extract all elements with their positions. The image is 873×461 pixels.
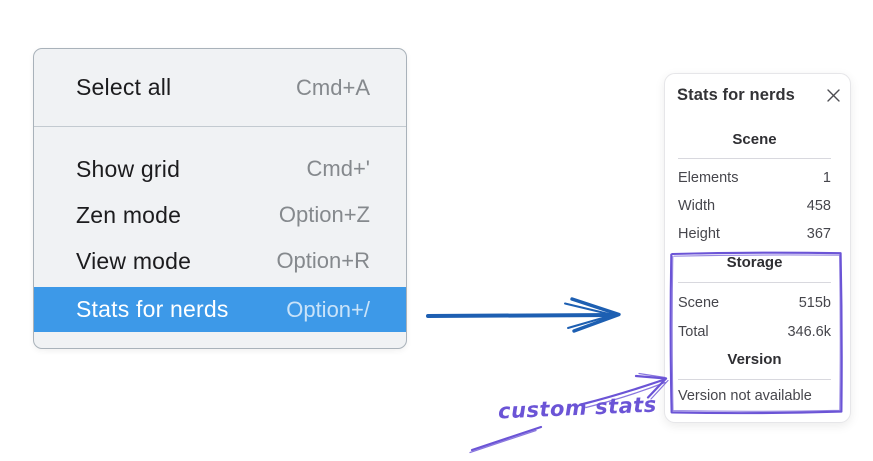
stat-label: Scene: [678, 295, 720, 311]
menu-item-select-all[interactable]: Select all Cmd+A: [34, 65, 406, 111]
stats-for-nerds-panel: Stats for nerds Scene Elements 1 Width 4…: [664, 73, 851, 423]
section-heading-scene: Scene: [732, 131, 777, 148]
menu-item-label: Zen mode: [76, 201, 182, 228]
close-icon: [827, 89, 840, 102]
stat-row-scene-storage: Scene 515b: [678, 293, 831, 313]
annotation-custom-stats-label: custom stats: [497, 392, 658, 424]
stat-row-height: Height 367: [678, 224, 831, 244]
menu-item-shortcut: Option+Z: [278, 202, 370, 227]
stat-value: 367: [806, 226, 831, 242]
menu-item-shortcut: Option+/: [286, 296, 370, 322]
stat-value: 515b: [798, 295, 831, 311]
menu-item-shortcut: Cmd+': [306, 156, 371, 181]
menu-item-zen-mode[interactable]: Zen mode Option+Z: [34, 192, 406, 238]
purple-underline-stroke: [469, 425, 543, 454]
menu-section-top: Select all Cmd+A: [34, 49, 406, 126]
menu-item-view-mode[interactable]: View mode Option+R: [34, 238, 406, 284]
section-heading-version: Version: [727, 351, 782, 368]
stat-row-total-storage: Total 346.6k: [678, 322, 831, 342]
menu-item-show-grid[interactable]: Show grid Cmd+': [34, 146, 406, 192]
context-menu: Select all Cmd+A Show grid Cmd+' Zen mod…: [33, 48, 407, 349]
stat-label: Total: [678, 324, 709, 340]
menu-section-bottom: Show grid Cmd+' Zen mode Option+Z View m…: [34, 127, 406, 332]
stat-row-elements: Elements 1: [678, 168, 831, 188]
stat-label: Height: [678, 226, 720, 242]
stat-label: Width: [678, 198, 716, 214]
section-heading-storage: Storage: [726, 254, 783, 271]
stat-value: 1: [822, 170, 831, 186]
purple-annotation-arrow: [581, 372, 669, 409]
panel-header: Stats for nerds: [677, 86, 843, 105]
panel-title: Stats for nerds: [677, 86, 795, 104]
stat-value: 458: [806, 198, 831, 214]
menu-item-label: Show grid: [76, 155, 181, 182]
section-divider: [678, 158, 831, 159]
menu-separator: [34, 126, 406, 127]
menu-item-label: Stats for nerds: [76, 296, 229, 322]
version-note: Version not available: [678, 388, 812, 404]
close-button[interactable]: [824, 86, 843, 105]
menu-item-shortcut: Option+R: [276, 248, 370, 273]
stat-label: Elements: [678, 170, 739, 186]
section-divider: [678, 379, 831, 380]
menu-item-shortcut: Cmd+A: [296, 74, 370, 100]
section-divider: [678, 282, 831, 283]
stat-row-width: Width 458: [678, 196, 831, 216]
stat-value: 346.6k: [787, 324, 831, 340]
blue-arrow: [426, 297, 621, 333]
menu-item-stats-for-nerds[interactable]: Stats for nerds Option+/: [34, 287, 406, 332]
menu-item-label: View mode: [76, 247, 192, 274]
menu-item-label: Select all: [76, 74, 172, 100]
